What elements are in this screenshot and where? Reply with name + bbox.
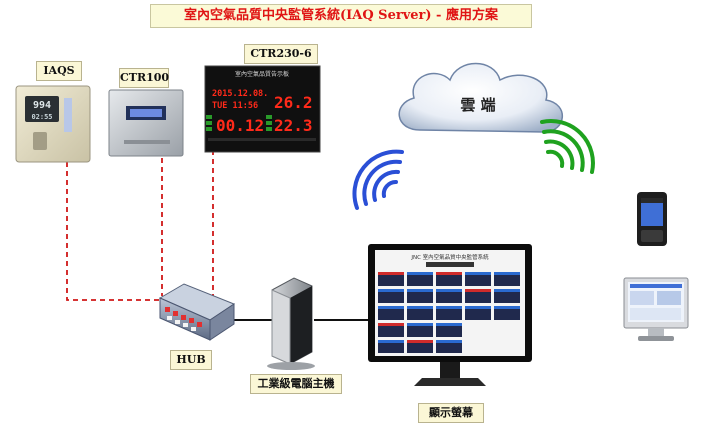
ctr230-big1: 26.2 <box>274 93 313 112</box>
iaqs-hub-line <box>66 162 168 301</box>
monitor-screen-title: JNC 室內空氣品質中央監管系統 <box>410 253 489 261</box>
industrial-pc <box>267 277 315 370</box>
pc-label: 工業級電腦主機 <box>250 374 342 394</box>
ctr100-device <box>108 89 184 157</box>
iaqs-label: IAQS <box>36 61 82 81</box>
wifi-blue-icon <box>352 149 404 210</box>
hub-label: HUB <box>170 350 212 370</box>
ctr230-row1: 2015.12.08. <box>212 89 268 99</box>
monitor-tiles <box>378 272 520 353</box>
ctr230-row3: 00.12 <box>216 116 264 135</box>
ctr230-row2: TUE 11:56 <box>212 101 258 111</box>
page-title: 室內空氣品質中央監管系統(IAQ Server) - 應用方案 <box>150 4 532 28</box>
iaqs-display-bottom: 02:55 <box>31 113 52 121</box>
dashed-connections <box>66 150 214 301</box>
hub-device <box>158 283 236 341</box>
ctr230-big2: 22.3 <box>274 116 313 135</box>
iaqs-device: 994 02:55 <box>15 85 91 163</box>
wifi-green-icon <box>540 119 595 174</box>
ctr230-board-title: 室內空氣品質告示板 <box>235 70 289 78</box>
desktop-icon <box>623 277 689 341</box>
ctr230-board: 室內空氣品質告示板 2015.12.08. TUE 11:56 26.2 00.… <box>204 65 321 153</box>
iaqs-display-top: 994 <box>33 100 51 111</box>
monitor-label: 顯示螢幕 <box>418 403 484 423</box>
cloud-label: 雲 端 <box>460 96 495 114</box>
ctr100-label: CTR100 <box>119 68 169 88</box>
cloud-icon: 雲 端 <box>398 62 564 133</box>
ctr230-label: CTR230-6 <box>244 44 318 64</box>
smartphone-icon <box>637 192 667 246</box>
monitor-device: JNC 室內空氣品質中央監管系統 <box>368 244 532 386</box>
